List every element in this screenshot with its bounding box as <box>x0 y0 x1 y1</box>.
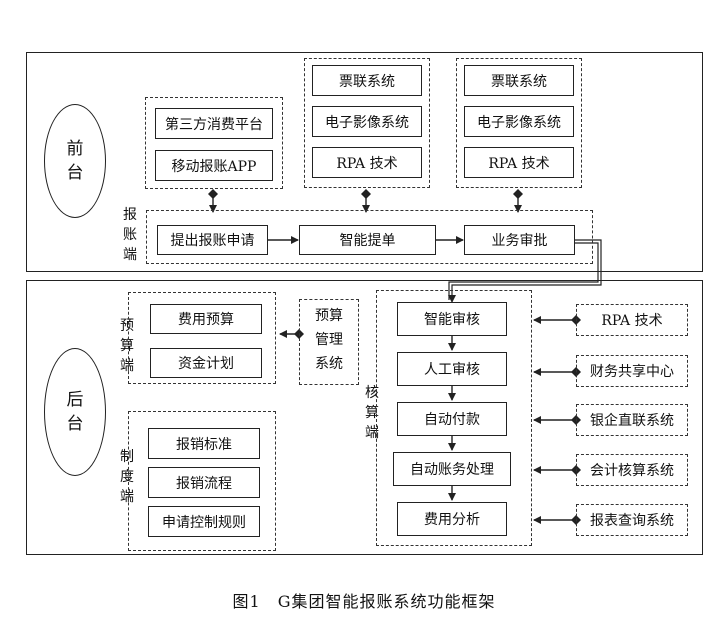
apply-box: 提出报账申请 <box>157 225 268 255</box>
tech-group-2 <box>456 58 582 188</box>
policy-label: 制 度 端 <box>120 449 134 505</box>
reimburse-group <box>146 210 593 264</box>
front-oval: 前 台 <box>44 104 106 218</box>
expense-analysis-box: 费用分析 <box>397 502 507 536</box>
reimburse-label: 报 账 端 <box>123 207 137 263</box>
manual-audit-box: 人工审核 <box>397 352 507 386</box>
policy-group <box>128 411 276 551</box>
ticket-system-box-1: 票联系统 <box>312 65 422 96</box>
budget-system-label: 预算 管理 系统 <box>315 308 343 372</box>
back-panel <box>26 280 703 555</box>
back-label: 后 台 <box>66 390 84 434</box>
reimburse-standard-box: 报销标准 <box>148 428 260 459</box>
auto-accounting-box: 自动账务处理 <box>393 452 511 486</box>
approval-box: 业务审批 <box>464 225 575 255</box>
arrow-approval-to-audit-double <box>448 242 599 300</box>
rpa-box-2: RPA 技术 <box>464 147 574 178</box>
support-rpa-box: RPA 技术 <box>576 304 688 336</box>
expense-budget-box: 费用预算 <box>150 304 262 334</box>
budget-group <box>128 292 276 384</box>
budget-label: 预 算 端 <box>120 318 134 374</box>
fund-plan-box: 资金计划 <box>150 348 262 378</box>
figure-caption: 图1 G集团智能报账系统功能框架 <box>232 592 496 611</box>
reimburse-process-box: 报销流程 <box>148 467 260 498</box>
support-system-connectors <box>533 315 581 525</box>
tech-group-1 <box>304 58 430 188</box>
auto-payment-box: 自动付款 <box>397 402 507 436</box>
support-shared-center-box: 财务共享中心 <box>576 355 688 387</box>
smart-bill-box: 智能提单 <box>299 225 436 255</box>
front-label: 前 台 <box>66 139 84 183</box>
support-accounting-system-box: 会计核算系统 <box>576 454 688 486</box>
front-panel <box>26 52 703 272</box>
front-vertical-connectors <box>208 189 523 213</box>
image-system-box-2: 电子影像系统 <box>464 106 574 137</box>
ticket-system-box-2: 票联系统 <box>464 65 574 96</box>
channel-group <box>145 97 283 189</box>
support-bank-link-box: 银企直联系统 <box>576 404 688 436</box>
mobile-app-box: 移动报账APP <box>155 150 273 181</box>
support-report-query-box: 报表查询系统 <box>576 504 688 536</box>
accounting-label: 核 算 端 <box>365 385 379 441</box>
rpa-box-1: RPA 技术 <box>312 147 422 178</box>
accounting-group <box>376 290 532 546</box>
control-rules-box: 申请控制规则 <box>148 506 260 537</box>
smart-audit-box: 智能审核 <box>397 302 507 336</box>
image-system-box-1: 电子影像系统 <box>312 106 422 137</box>
back-oval: 后 台 <box>44 348 106 476</box>
third-party-platform-box: 第三方消费平台 <box>155 108 273 139</box>
budget-system-group <box>299 299 359 385</box>
